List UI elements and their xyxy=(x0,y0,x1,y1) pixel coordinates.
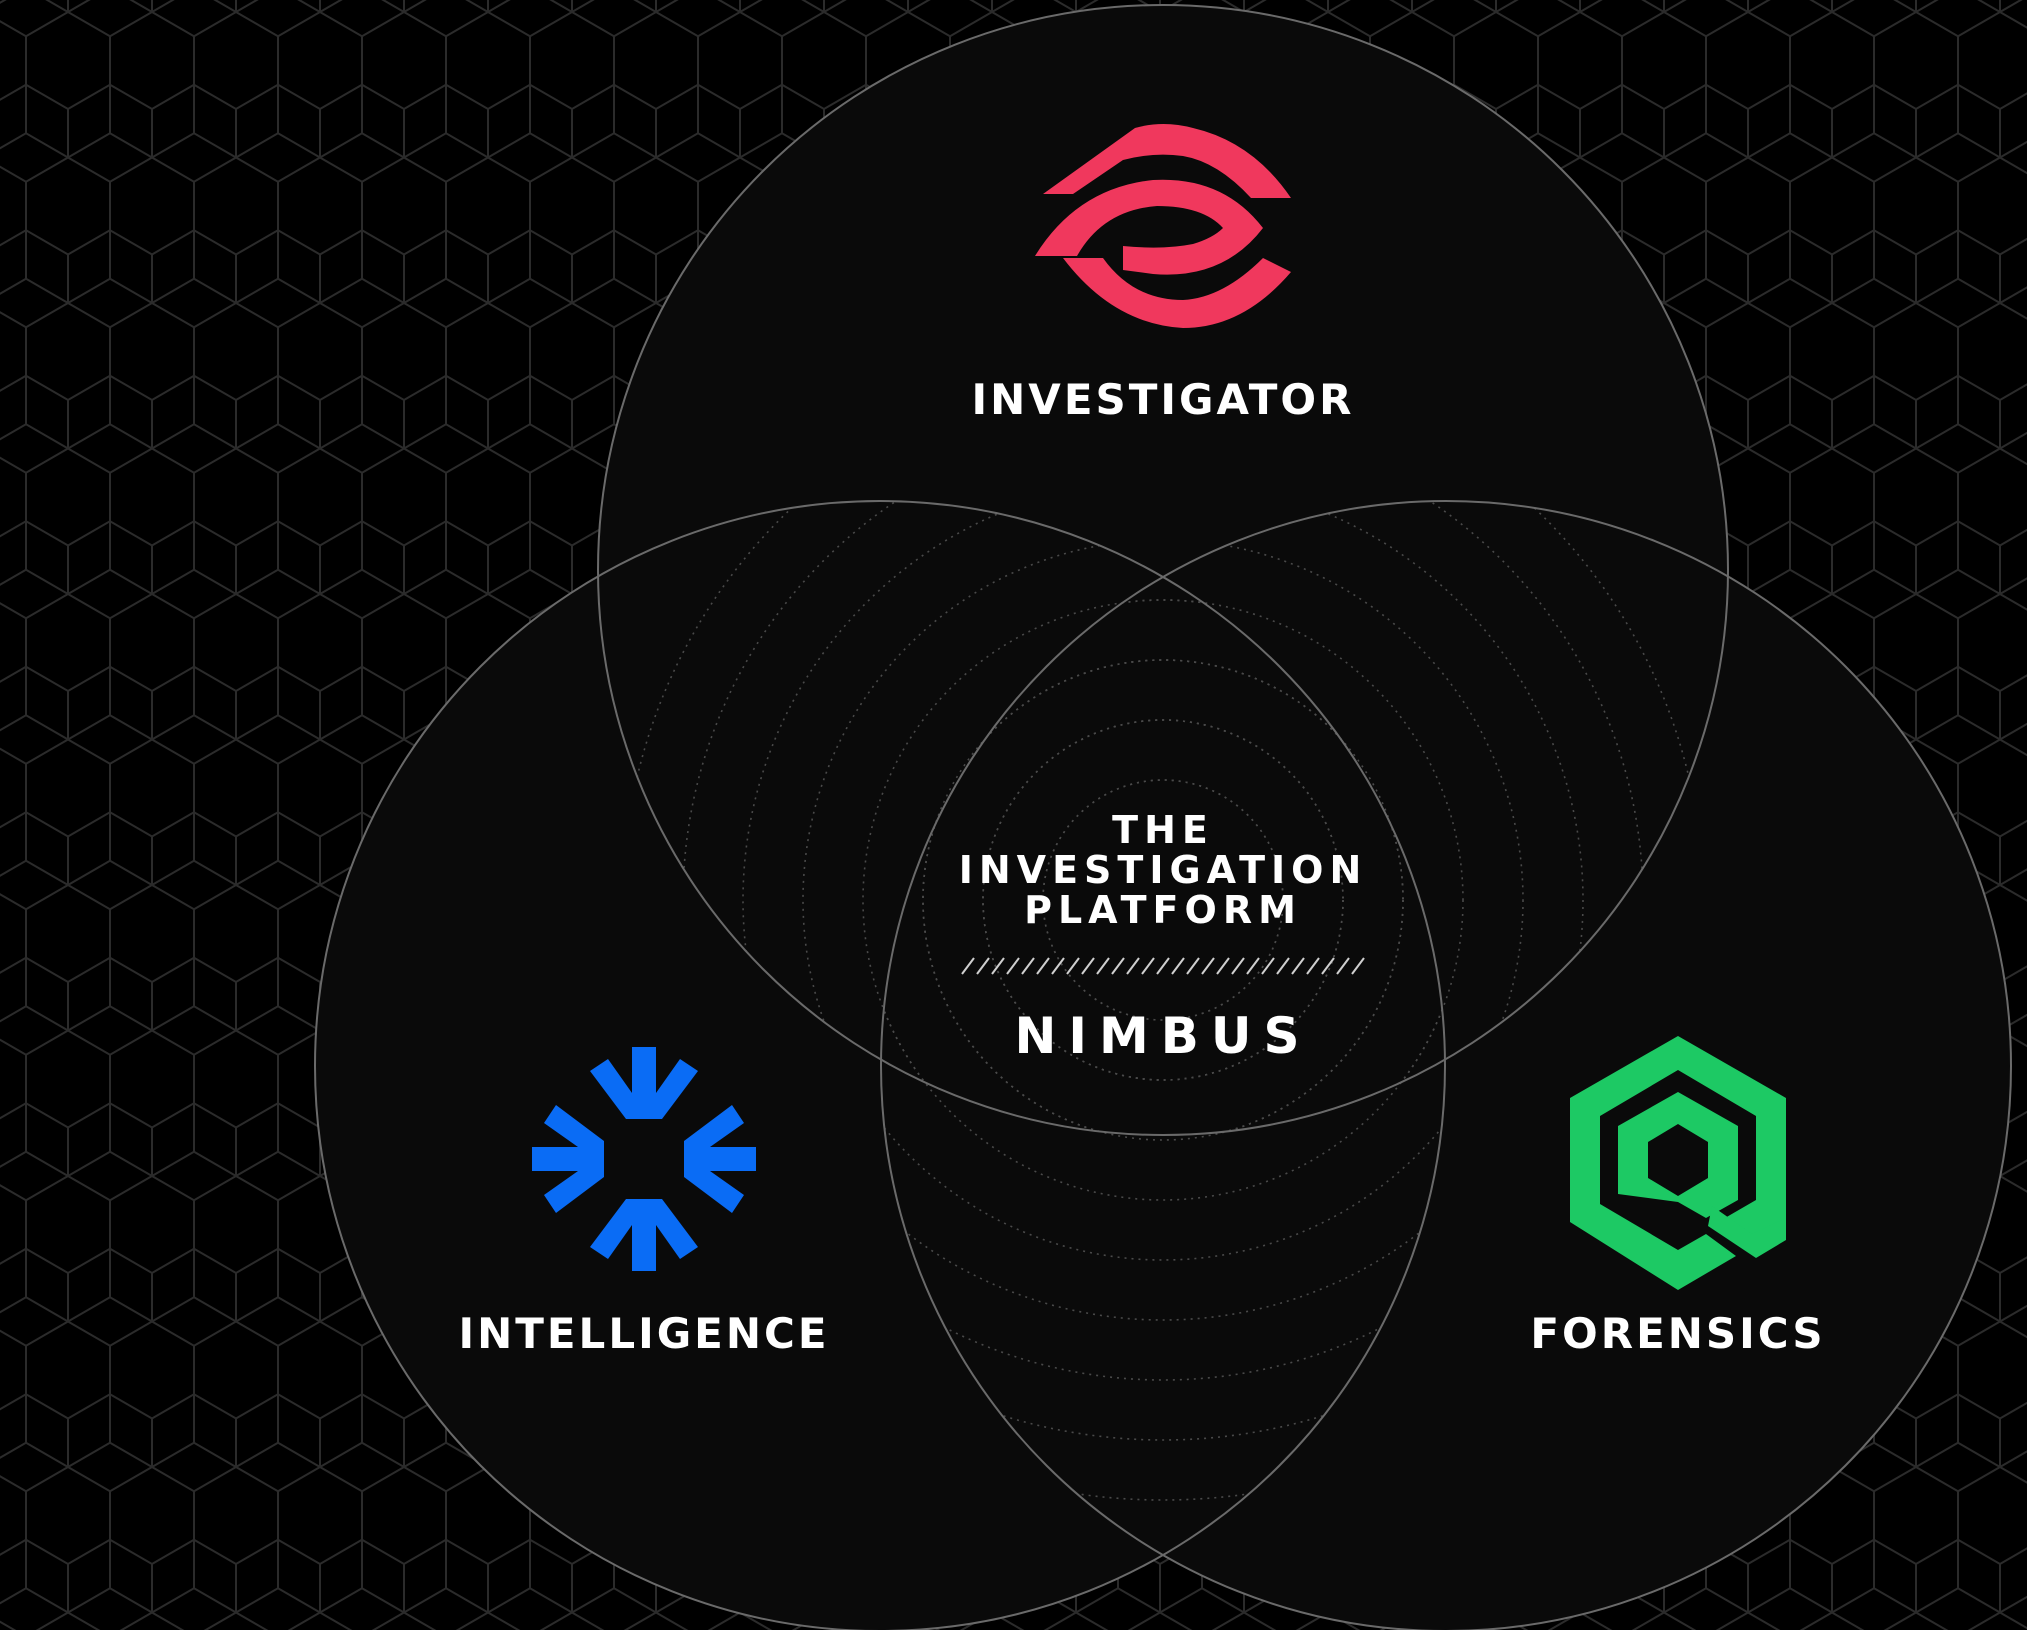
label-forensics: FORENSICS xyxy=(1530,1309,1825,1358)
center-line-3: PLATFORM xyxy=(1024,888,1302,932)
label-investigator: INVESTIGATOR xyxy=(972,375,1355,424)
venn-outlines xyxy=(314,4,2012,1630)
circle-forensics xyxy=(881,501,2011,1630)
center-block: THE INVESTIGATION PLATFORM NIMBUS xyxy=(959,808,1368,1065)
eye-logo-icon xyxy=(1035,124,1291,328)
center-line-1: THE xyxy=(1112,808,1214,852)
brand-name: NIMBUS xyxy=(1015,1007,1312,1065)
snowflake-logo-icon xyxy=(532,1047,756,1271)
center-line-2: INVESTIGATION xyxy=(959,848,1368,892)
hex-search-logo-icon xyxy=(1570,1036,1786,1290)
hatch-divider xyxy=(961,957,1365,975)
label-intelligence: INTELLIGENCE xyxy=(458,1309,829,1358)
venn-circles xyxy=(315,5,2011,1630)
